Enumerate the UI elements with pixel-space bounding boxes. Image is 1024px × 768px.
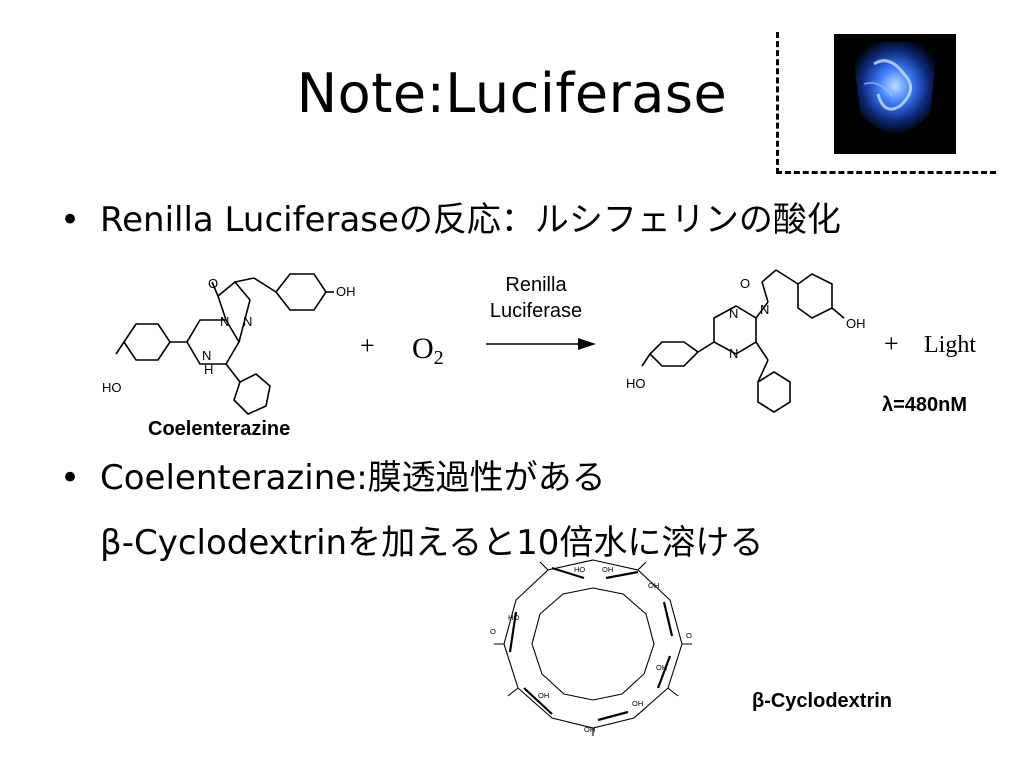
- bullet-marker: •: [60, 200, 81, 240]
- atom-n: N: [220, 314, 229, 329]
- atom-ho: HO: [574, 565, 585, 574]
- atom-oh: OH: [602, 565, 613, 574]
- light-label: Light: [924, 332, 976, 358]
- cyclodextrin-structure: HO OH OH OH OH OH HO OH O O: [490, 559, 692, 736]
- cyclodextrin-caption: β-Cyclodextrin: [752, 690, 893, 712]
- atom-oh: OH: [648, 581, 659, 590]
- enzyme-label-line1: Renilla: [505, 274, 567, 296]
- slide-title: Note:Luciferase: [296, 62, 728, 125]
- bullet-marker: •: [60, 458, 81, 498]
- atom-oh: OH: [632, 699, 643, 708]
- atom-oh: OH: [584, 725, 595, 734]
- atom-n: N: [729, 346, 738, 361]
- atom-n: N: [243, 314, 252, 329]
- coelenterazine-structure: [115, 273, 334, 415]
- reaction-scheme: O OH N N N H HO + O2 O N N N OH HO + Lig…: [102, 269, 976, 415]
- coelenteramide-structure: [641, 269, 845, 413]
- oxygen-letter: O: [412, 332, 434, 365]
- plus-sign: +: [360, 331, 375, 360]
- atom-h: H: [204, 362, 213, 377]
- oxygen-subscript: 2: [434, 347, 444, 369]
- atom-oh: OH: [846, 316, 866, 331]
- bullet-text: Renilla Luciferaseの反応：ルシフェリンの酸化: [100, 200, 841, 240]
- cyclodextrin-line: β-Cyclodextrinを加えると10倍水に溶ける: [100, 523, 764, 563]
- plus-sign-2: +: [884, 329, 899, 358]
- atom-oh: OH: [336, 284, 356, 299]
- coelenterazine-caption: Coelenterazine: [148, 418, 291, 440]
- atom-ho: HO: [102, 380, 122, 395]
- bullet-text: Coelenterazine:膜透過性がある: [100, 458, 606, 498]
- atom-n: N: [729, 306, 738, 321]
- enzyme-label: Renilla Luciferase: [466, 272, 606, 324]
- bullet-renilla: • Renilla Luciferaseの反応：ルシフェリンの酸化: [60, 192, 841, 241]
- luminescence-photo: [834, 34, 956, 154]
- photo-dashed-frame: [776, 32, 996, 174]
- wavelength-label: λ=480nM: [882, 394, 968, 416]
- enzyme-label-line2: Luciferase: [489, 300, 583, 322]
- atom-n: N: [760, 302, 769, 317]
- atom-ho: HO: [508, 613, 519, 622]
- atom-oh: OH: [538, 691, 549, 700]
- atom-o: O: [740, 276, 750, 291]
- atom-o: O: [686, 631, 692, 640]
- atom-ho: HO: [626, 376, 646, 391]
- atom-o: O: [208, 276, 218, 291]
- atom-oh: OH: [656, 663, 667, 672]
- atom-o: O: [490, 627, 496, 636]
- oxygen-symbol: O2: [412, 332, 444, 369]
- reaction-arrow: [486, 338, 596, 350]
- bullet-coelenterazine: • Coelenterazine:膜透過性がある: [60, 450, 606, 499]
- atom-n: N: [202, 348, 211, 363]
